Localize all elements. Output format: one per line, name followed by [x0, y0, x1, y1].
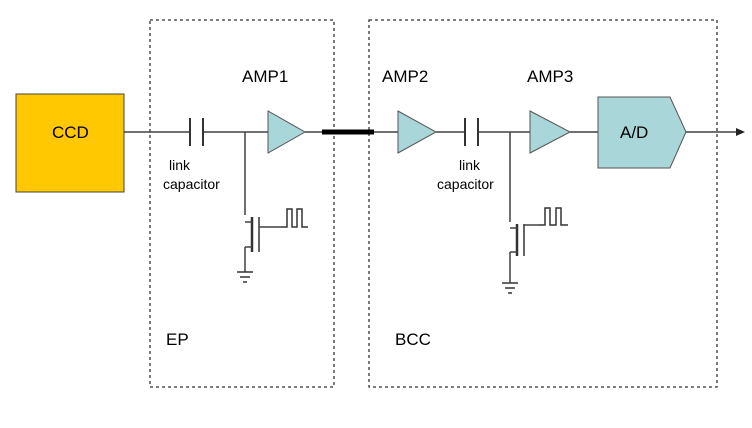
- ad-converter-label: A/D: [620, 123, 648, 142]
- ep-ground-icon: [237, 271, 253, 283]
- bcc-ground-icon: [502, 282, 518, 294]
- output-arrow: [736, 128, 745, 136]
- ep-region-box: [149, 19, 335, 388]
- ccd-block: [15, 93, 125, 193]
- link-capacitor-1-label-line2: capacitor: [163, 176, 220, 192]
- ep-clock-pulse-icon: [281, 208, 308, 228]
- link-capacitor-2-label-line1: link: [459, 157, 481, 173]
- amp1-label: AMP1: [242, 67, 288, 86]
- amp3-triangle: [529, 110, 572, 154]
- bcc-region-box: [368, 19, 718, 388]
- amp2-triangle: [397, 110, 438, 154]
- bcc-region-label: BCC: [395, 330, 431, 349]
- bcc-clock-pulse-icon: [539, 207, 568, 226]
- amp2-label: AMP2: [382, 67, 428, 86]
- ad-converter-block: [597, 96, 687, 169]
- amp3-label: AMP3: [527, 67, 573, 86]
- ccd-label: CCD: [52, 123, 89, 142]
- ep-region-label: EP: [166, 330, 189, 349]
- link-capacitor-2-label-line2: capacitor: [437, 176, 494, 192]
- link-capacitor-1-label-line1: link: [169, 157, 191, 173]
- amp1-triangle: [267, 110, 307, 154]
